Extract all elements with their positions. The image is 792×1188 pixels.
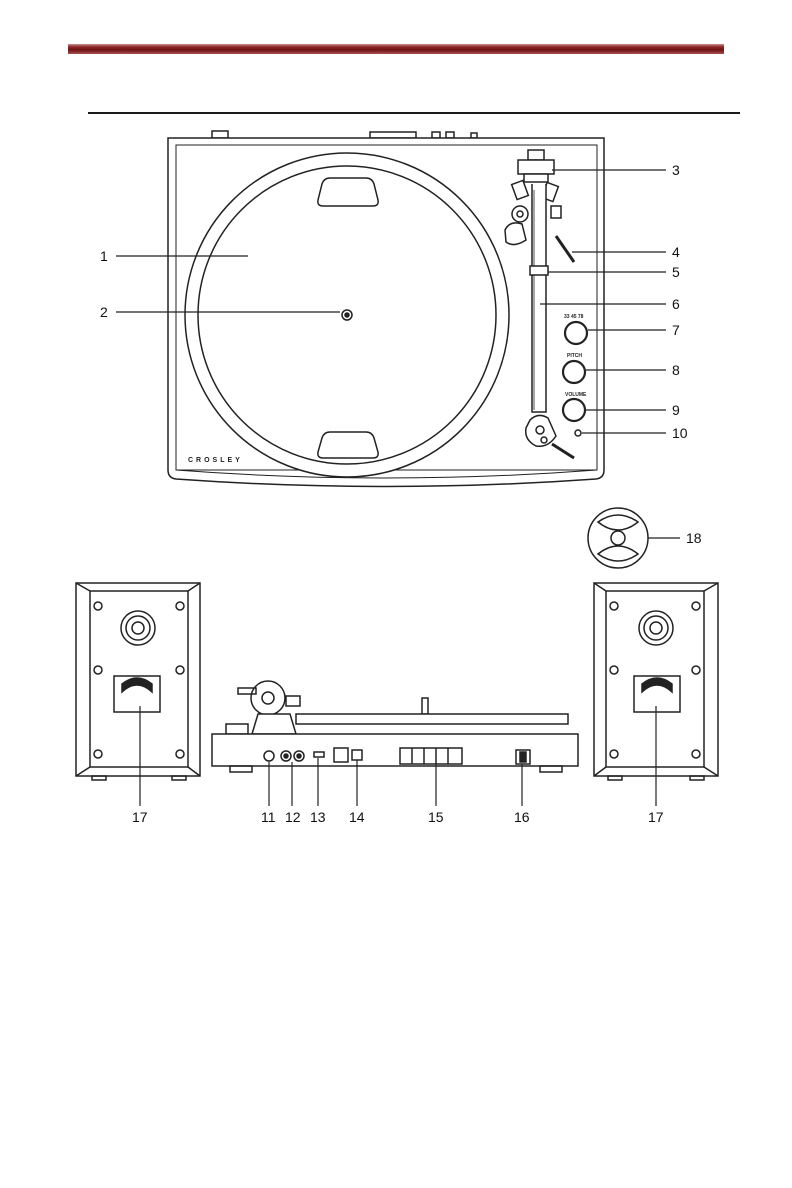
callout-3: 3 [672,162,680,178]
volume-label: VOLUME [565,392,587,398]
callout-1: 1 [100,248,108,264]
callout-11: 11 [261,809,276,825]
callout-18: 18 [686,530,702,546]
adapter-45 [588,508,648,568]
callout-7: 7 [672,322,680,338]
speed-knob[interactable] [565,322,587,344]
volume-knob[interactable] [563,399,585,421]
callout-10: 10 [672,425,688,441]
callout-9: 9 [672,402,680,418]
callout-12: 12 [285,809,301,825]
pitch-knob[interactable] [563,361,585,383]
callout-8: 8 [672,362,680,378]
speaker-terminals[interactable] [400,748,462,764]
callout-6: 6 [672,296,680,312]
callout-14: 14 [349,809,365,825]
callout-2: 2 [100,304,108,320]
callout-13: 13 [310,809,326,825]
turntable-rear-view [212,681,578,772]
callout-15: 15 [428,809,444,825]
callout-5: 5 [672,264,680,280]
callout-4: 4 [672,244,680,260]
pitch-label: PITCH [567,353,582,359]
callout-17-left: 17 [132,809,148,825]
speed-scale-label: 33 45 78 [564,314,584,320]
left-speaker [76,583,200,780]
turntable-top-view: CROSLEY 33 [168,131,604,487]
callout-16: 16 [514,809,530,825]
brand-label: CROSLEY [188,457,243,464]
callout-17-right: 17 [648,809,664,825]
